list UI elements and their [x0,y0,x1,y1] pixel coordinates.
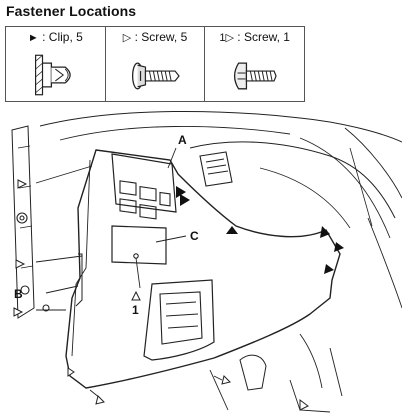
legend-screw-1: 1▷ : Screw, 1 [205,27,304,101]
screw-marker [221,375,231,385]
legend-screw: ▷ : Screw, 5 [106,27,206,101]
clip-marker [226,226,238,234]
legend-screw-1-label: : Screw, 1 [237,30,290,44]
callout-c: C [190,229,199,243]
screw-marker [13,307,24,317]
screw-marker [67,367,75,377]
fastener-legend: ► : Clip, 5 ▷ : Screw, 5 [5,26,305,102]
legend-screw-label: : Screw, 5 [134,30,188,44]
clip-marker [176,186,186,198]
callout-1: 1 [132,303,139,317]
legend-screw-1-marker: 1▷ [219,32,234,44]
legend-screw-marker: ▷ [122,32,132,44]
callout-b: B [14,287,23,301]
legend-clip: ► : Clip, 5 [6,27,106,101]
screw-marker [95,395,105,405]
callout-a: A [178,133,187,147]
screw-marker [299,399,309,411]
screw-marker [17,179,28,189]
clip-icon [35,54,71,96]
screw-marker [15,259,26,269]
screw-icon [131,62,180,90]
clip-marker [180,194,190,206]
clip-marker [320,226,330,238]
legend-clip-marker: ► [27,32,39,44]
screw-1-marker [131,290,141,301]
page-title: Fastener Locations [6,3,137,19]
clip-marker [334,242,344,252]
clip-marker [324,264,334,274]
dashboard-panel-drawing: A B C 1 [11,110,402,413]
legend-clip-label: : Clip, 5 [42,30,83,44]
screw-1-icon [234,62,278,90]
